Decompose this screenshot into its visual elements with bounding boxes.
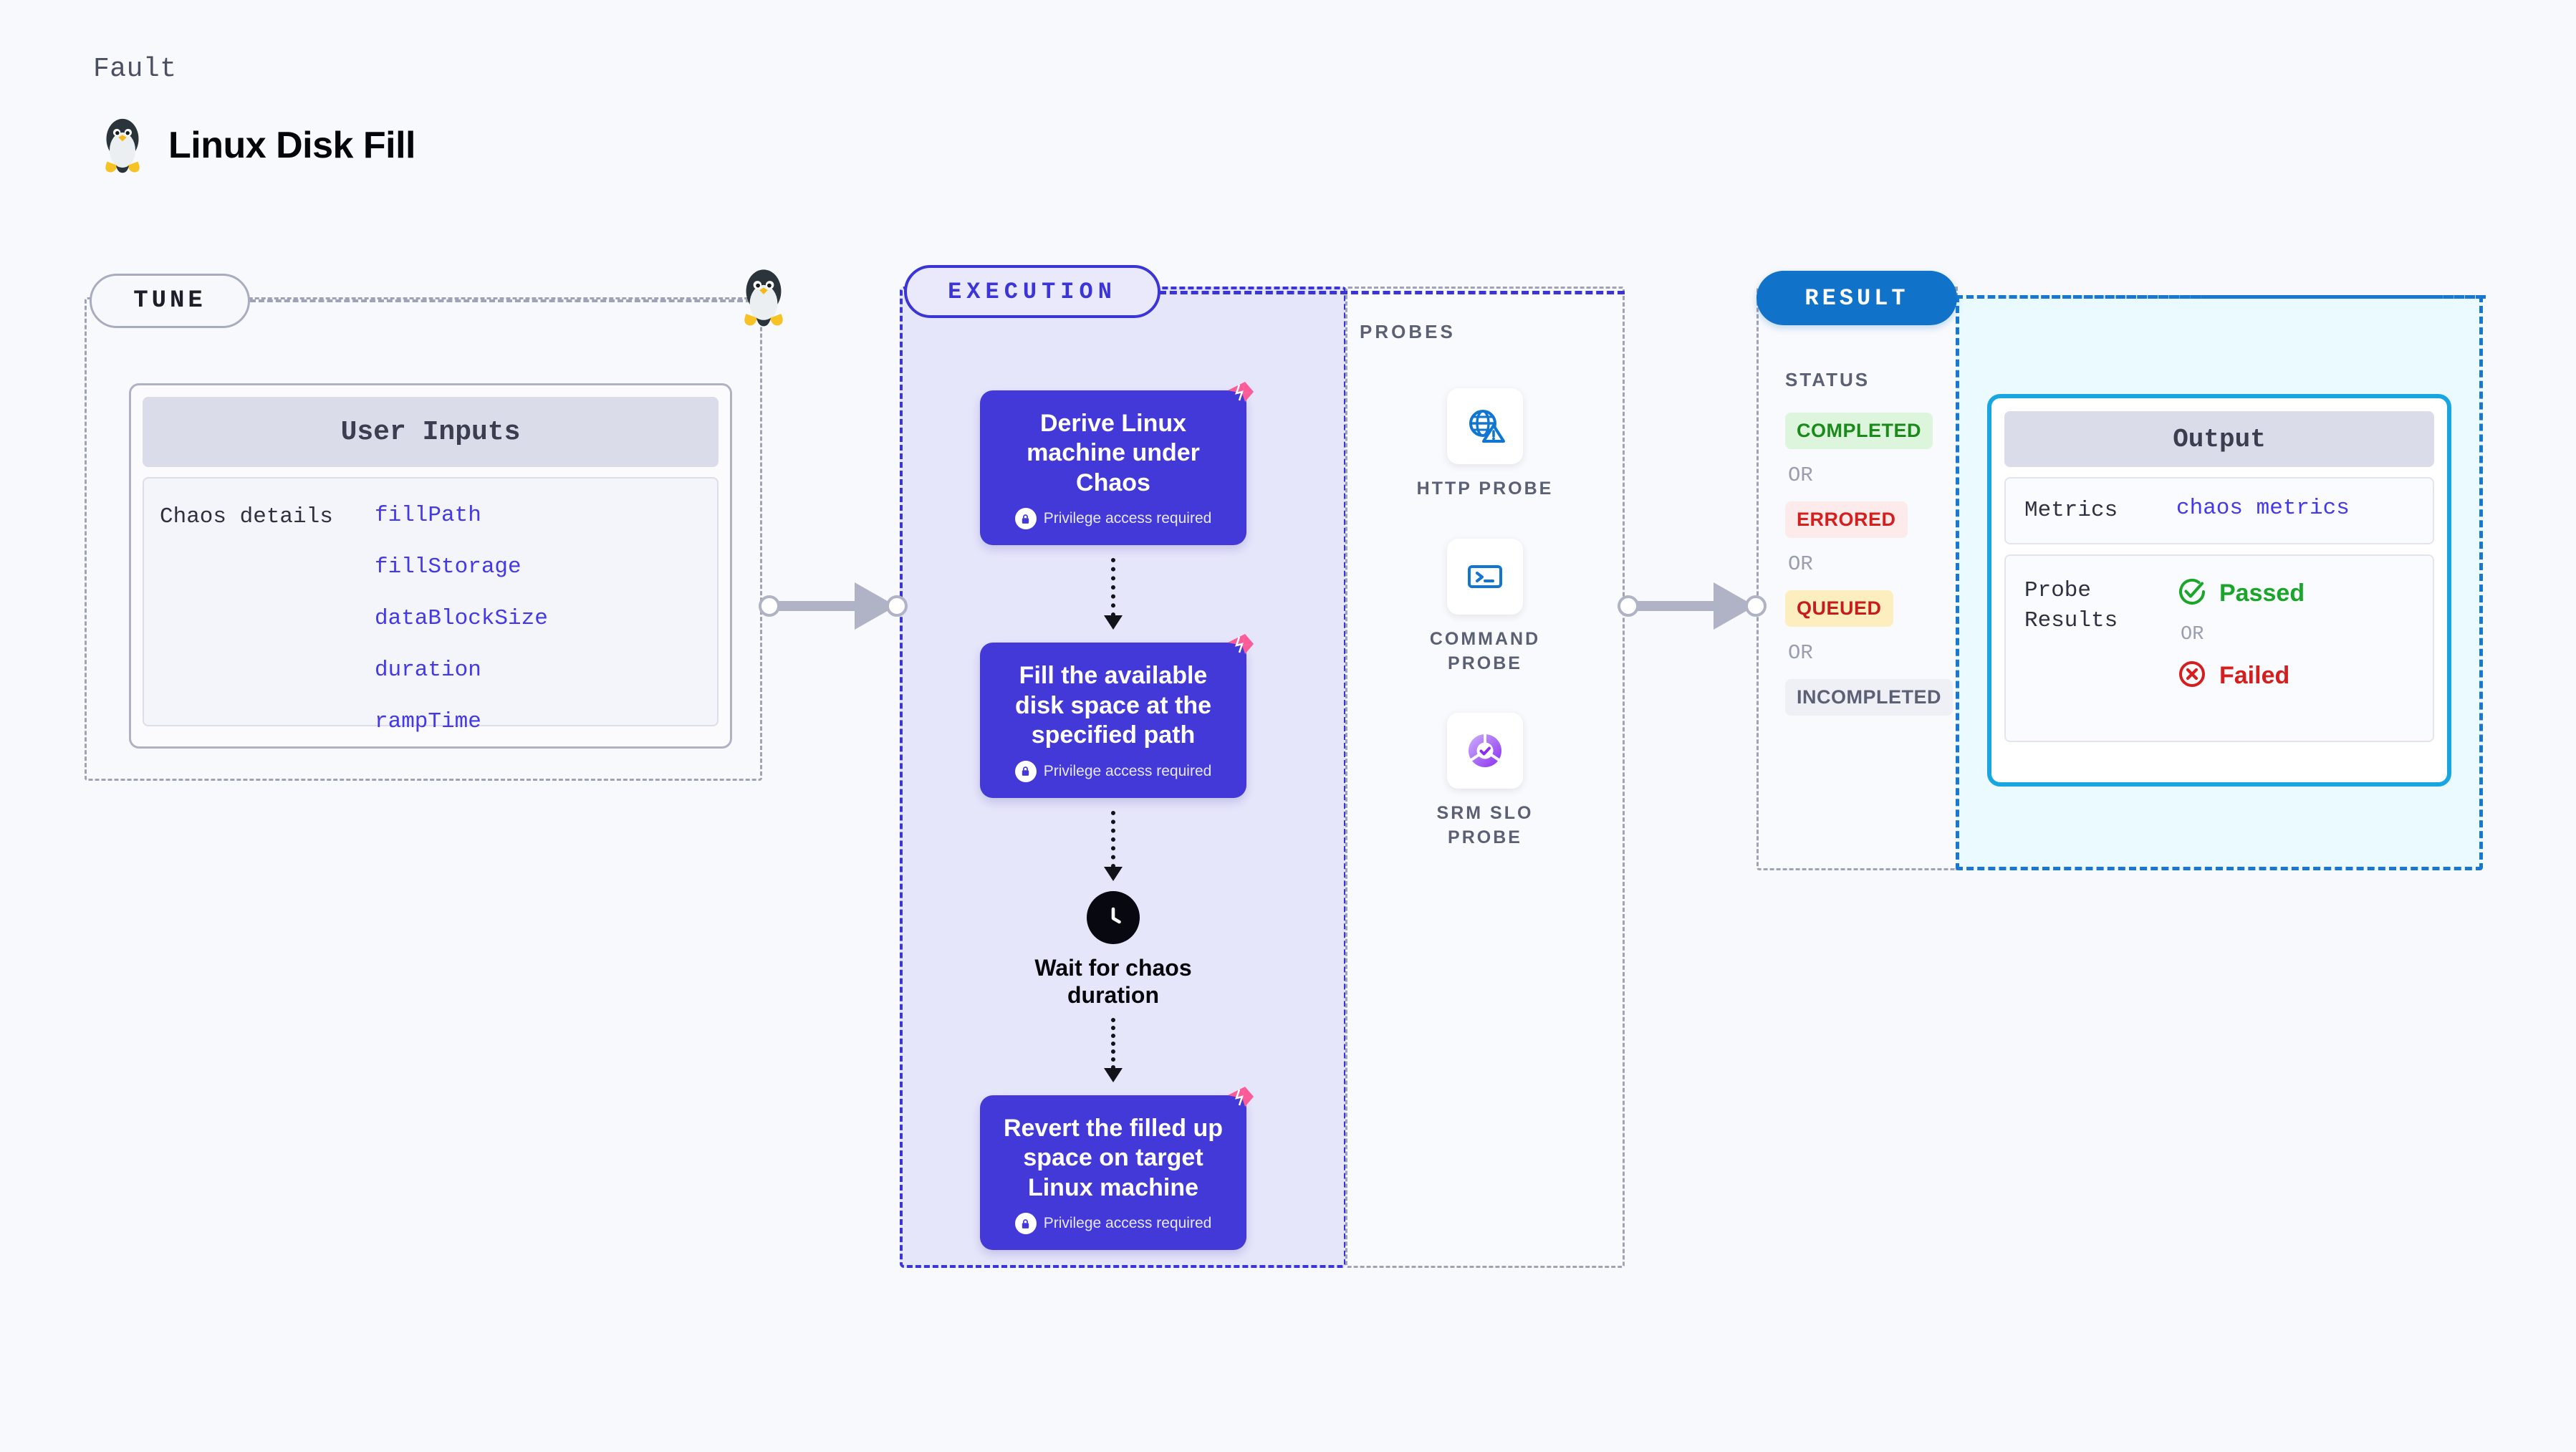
lock-icon xyxy=(1014,508,1037,530)
status-badge-errored: ERRORED xyxy=(1785,501,1908,538)
tune-panel xyxy=(85,297,762,781)
execution-step-1-privilege-text: Privilege access required xyxy=(1043,510,1212,527)
execution-step-3-title: Revert the filled up space on target Lin… xyxy=(1003,1114,1224,1201)
probe-list: HTTP PROBE COMMAND PROBE xyxy=(1417,388,1551,850)
fault-flag-icon xyxy=(1221,630,1258,667)
output-metrics-row: Metrics chaos metrics xyxy=(2004,477,2434,544)
status-or-3: OR xyxy=(1788,641,1813,665)
status-badge-completed: COMPLETED xyxy=(1785,413,1933,449)
probe-label-command: COMMAND PROBE xyxy=(1429,628,1541,673)
probe-label-srm-slo: SRM SLO PROBE xyxy=(1436,803,1534,847)
execution-step-2-privilege: Privilege access required xyxy=(997,760,1229,782)
status-badge-incompleted: INCOMPLETED xyxy=(1785,679,1953,716)
probe-result-passed: Passed xyxy=(2176,576,2305,611)
flow-arrow-2 xyxy=(1104,810,1123,881)
execution-step-3-privilege: Privilege access required xyxy=(997,1213,1229,1234)
chaos-details-label: Chaos details xyxy=(160,504,333,529)
execution-step-1-privilege: Privilege access required xyxy=(997,508,1229,530)
status-or-2: OR xyxy=(1788,552,1813,576)
output-metrics-label: Metrics xyxy=(2024,498,2118,523)
probe-result-or: OR xyxy=(2181,623,2204,645)
fault-flag-icon xyxy=(1221,378,1258,415)
flow-arrow-1 xyxy=(1104,558,1123,630)
fault-flag-icon xyxy=(1221,1082,1258,1120)
check-circle-icon xyxy=(2176,576,2208,611)
param-duration[interactable]: duration xyxy=(375,658,481,683)
tune-pill[interactable]: TUNE xyxy=(90,274,250,328)
probe-results-values: Passed OR Failed xyxy=(2176,576,2305,693)
page-title: Linux Disk Fill xyxy=(168,125,416,166)
chaos-details-params: fillPath fillStorage dataBlockSize durat… xyxy=(375,503,548,734)
execution-pill[interactable]: EXECUTION xyxy=(904,265,1160,318)
probe-item-srm-slo[interactable]: SRM SLO PROBE xyxy=(1399,713,1571,850)
output-probe-results-label: Probe Results xyxy=(2024,577,2118,633)
execution-step-2-title: Fill the available disk space at the spe… xyxy=(1014,662,1211,749)
user-inputs-card: User Inputs Chaos details fillPath fillS… xyxy=(129,383,732,749)
lock-icon xyxy=(1014,1213,1037,1234)
execution-step-3-privilege-text: Privilege access required xyxy=(1043,1215,1212,1231)
probe-item-http[interactable]: HTTP PROBE xyxy=(1399,388,1571,501)
wait-node-label: Wait for chaos duration xyxy=(1034,954,1192,1009)
execution-step-1-title: Derive Linux machine under Chaos xyxy=(1027,410,1200,496)
probe-result-failed: Failed xyxy=(2176,658,2305,693)
clock-icon xyxy=(1087,890,1140,944)
probe-item-command[interactable]: COMMAND PROBE xyxy=(1399,538,1571,676)
execution-step-2[interactable]: Fill the available disk space at the spe… xyxy=(980,634,1254,798)
probe-label-http: HTTP PROBE xyxy=(1416,479,1554,499)
wait-for-chaos-duration-node: Wait for chaos duration xyxy=(1006,890,1221,1009)
tune-connector-line xyxy=(250,299,751,302)
page-header: Linux Disk Fill xyxy=(97,115,416,176)
result-pill[interactable]: RESULT xyxy=(1756,271,1957,325)
output-probe-results-row: Probe Results Passed OR xyxy=(2004,554,2434,742)
execution-connector-line xyxy=(1159,291,1625,294)
result-status-panel xyxy=(1756,287,1956,870)
user-inputs-body: Chaos details fillPath fillStorage dataB… xyxy=(143,477,719,734)
execution-step-1[interactable]: Derive Linux machine under Chaos Privile… xyxy=(980,382,1254,546)
lock-icon xyxy=(1014,760,1037,782)
execution-step-2-privilege-text: Privilege access required xyxy=(1043,762,1212,779)
param-fillPath[interactable]: fillPath xyxy=(375,503,481,528)
param-rampTime[interactable]: rampTime xyxy=(375,709,481,734)
status-column: STATUS COMPLETED OR ERRORED OR QUEUED OR… xyxy=(1785,369,1953,716)
linux-tux-icon-node xyxy=(731,266,797,332)
status-or-1: OR xyxy=(1788,463,1813,487)
page-kicker: Fault xyxy=(93,54,177,85)
status-title: STATUS xyxy=(1785,369,1870,390)
output-metrics-value[interactable]: chaos metrics xyxy=(2176,496,2350,521)
probe-result-failed-label: Failed xyxy=(2219,661,2290,689)
user-inputs-header: User Inputs xyxy=(143,397,719,467)
output-header: Output xyxy=(2004,411,2434,467)
param-fillStorage[interactable]: fillStorage xyxy=(375,554,522,580)
probe-result-passed-label: Passed xyxy=(2219,579,2305,607)
execution-flow: Derive Linux machine under Chaos Privile… xyxy=(980,382,1254,1250)
slo-donut-check-icon xyxy=(1447,713,1523,789)
probes-title: PROBES xyxy=(1360,321,1456,342)
x-circle-icon xyxy=(2176,658,2208,693)
result-connector-line xyxy=(1956,295,2486,299)
status-badge-queued: QUEUED xyxy=(1785,590,1893,627)
param-dataBlockSize[interactable]: dataBlockSize xyxy=(375,606,548,631)
execution-step-3[interactable]: Revert the filled up space on target Lin… xyxy=(980,1086,1254,1250)
terminal-icon xyxy=(1447,538,1523,615)
output-card: Output Metrics chaos metrics Probe Resul… xyxy=(1987,394,2451,787)
globe-warning-icon xyxy=(1447,388,1523,464)
linux-tux-icon xyxy=(97,115,148,176)
flow-arrow-3 xyxy=(1104,1017,1123,1082)
